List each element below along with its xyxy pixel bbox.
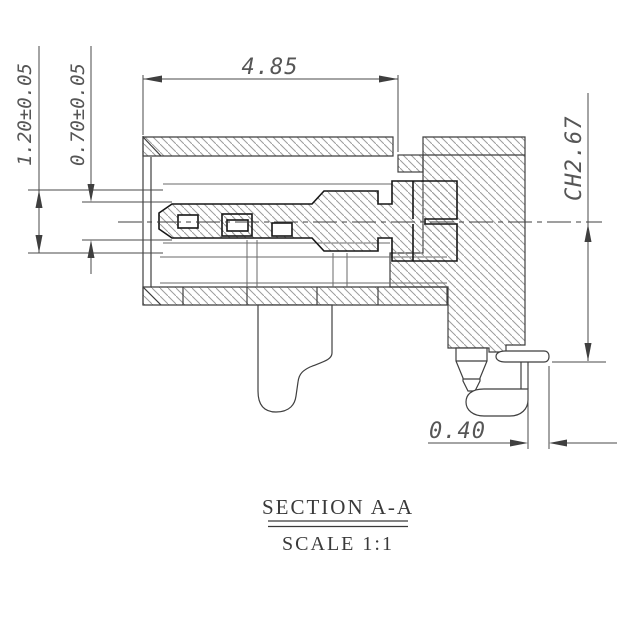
dim-4-85-lines bbox=[142, 75, 399, 152]
dim-4-85-arrow-right bbox=[379, 75, 398, 83]
dimension-outer-height: 1.20±0.05 bbox=[14, 46, 163, 254]
dim-0-40-arrow-right bbox=[510, 439, 528, 447]
shell-bottom-wall-chamfer bbox=[142, 286, 162, 306]
dim-0-40-arrow-left bbox=[549, 439, 567, 447]
dim-4-85-label: 4.85 bbox=[242, 55, 299, 80]
dim-1-20-arrow-down bbox=[35, 235, 43, 253]
shell-top-step-tab bbox=[397, 154, 424, 173]
dim-1-20-arrow-up bbox=[35, 190, 43, 208]
contact-body bbox=[158, 180, 458, 262]
title-block: SECTION A-A SCALE 1:1 bbox=[262, 495, 414, 555]
shell-bottom-wall-joints bbox=[182, 287, 379, 305]
dim-1-20-label: 1.20±0.05 bbox=[14, 63, 36, 166]
dimension-top-width: 4.85 bbox=[142, 55, 399, 152]
smt-lead-foot bbox=[465, 388, 529, 417]
dim-ch-arrow-down bbox=[584, 343, 592, 361]
dim-0-70-arrow-down bbox=[87, 184, 95, 202]
dim-0-70-arrow-up bbox=[87, 240, 95, 258]
right-pin-steps bbox=[456, 360, 487, 380]
dim-4-85-arrow-left bbox=[143, 75, 162, 83]
title-rule bbox=[268, 520, 408, 528]
dim-0-40-lines bbox=[428, 366, 617, 449]
left-leg bbox=[257, 304, 333, 413]
contact-slot-middle bbox=[226, 219, 249, 232]
section-title: SECTION A-A bbox=[262, 495, 414, 519]
smt-lead-bend bbox=[520, 362, 529, 389]
dim-0-70-label: 0.70±0.05 bbox=[67, 63, 89, 166]
dimension-right-height: CH2.67 bbox=[552, 93, 606, 363]
mount-legs bbox=[257, 304, 550, 417]
shell-top-wall bbox=[142, 136, 394, 157]
dimension-lead-offset: 0.40 bbox=[428, 366, 617, 449]
dim-0-40-label: 0.40 bbox=[429, 419, 486, 444]
dimension-inner-height: 0.70±0.05 bbox=[67, 46, 172, 274]
dim-1-20-lines bbox=[28, 46, 163, 254]
shell-bottom-wall bbox=[142, 286, 448, 306]
insulator-posts bbox=[246, 240, 348, 287]
scale-label: SCALE 1:1 bbox=[282, 533, 394, 555]
center-contact bbox=[158, 180, 458, 262]
dim-ch-label: CH2.67 bbox=[562, 116, 587, 201]
dim-0-70-lines bbox=[82, 46, 172, 274]
smt-lead-tab bbox=[495, 350, 550, 363]
right-pin bbox=[455, 347, 488, 392]
contact-slot-right bbox=[271, 222, 293, 237]
dim-ch-arrow-up bbox=[584, 224, 592, 242]
shell-top-wall-chamfer bbox=[142, 136, 162, 157]
